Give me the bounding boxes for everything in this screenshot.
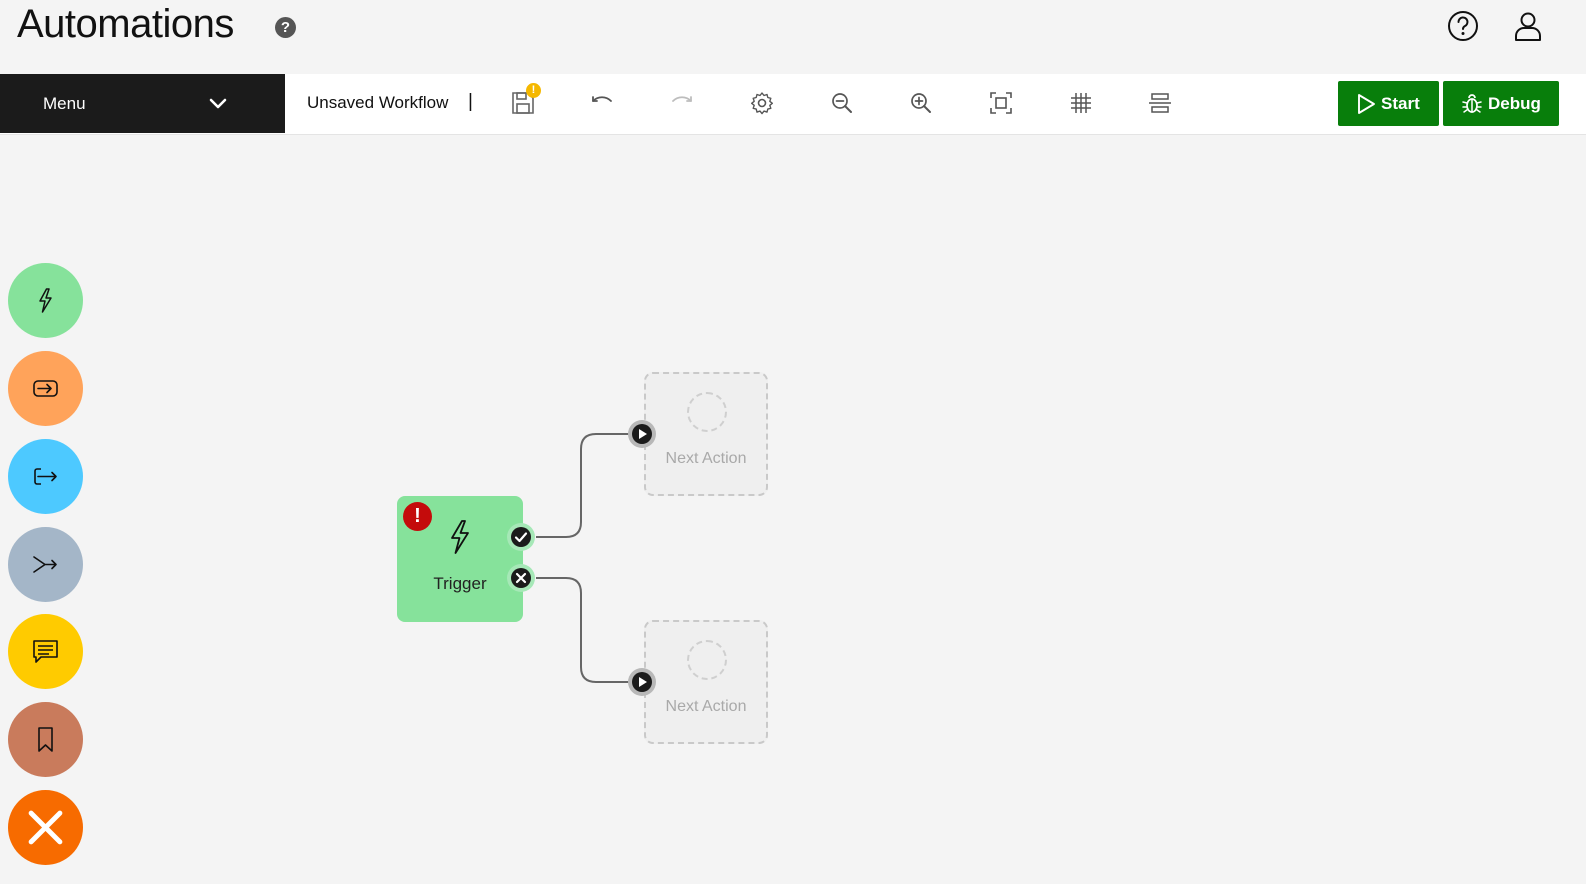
input-port-icon[interactable] bbox=[627, 419, 657, 449]
start-label: Start bbox=[1381, 94, 1420, 113]
align-icon[interactable] bbox=[1147, 90, 1173, 116]
error-badge: ! bbox=[403, 502, 432, 531]
palette-input-button[interactable] bbox=[8, 351, 83, 426]
input-icon bbox=[33, 380, 58, 397]
page-title: Automations bbox=[17, 2, 234, 46]
next-action-placeholder-2[interactable]: Next Action bbox=[644, 620, 768, 744]
redo-icon[interactable] bbox=[669, 90, 695, 116]
next-action-label: Next Action bbox=[665, 698, 747, 715]
lightning-icon bbox=[451, 520, 469, 554]
bug-icon bbox=[1462, 94, 1482, 113]
next-action-placeholder-1[interactable]: Next Action bbox=[644, 372, 768, 496]
fit-to-screen-icon[interactable] bbox=[988, 90, 1014, 116]
close-icon bbox=[28, 810, 63, 845]
palette-close-button[interactable] bbox=[8, 790, 83, 865]
next-action-label: Next Action bbox=[665, 450, 747, 467]
settings-icon[interactable] bbox=[749, 90, 775, 116]
zoom-out-icon[interactable] bbox=[829, 90, 855, 116]
input-port-icon[interactable] bbox=[627, 667, 657, 697]
chevron-down-icon bbox=[209, 98, 227, 109]
palette-branch-button[interactable] bbox=[8, 527, 83, 602]
workflow-name[interactable]: Unsaved Workflow bbox=[307, 93, 449, 112]
unsaved-badge: ! bbox=[526, 83, 541, 98]
success-port-icon[interactable] bbox=[506, 522, 536, 552]
palette-message-button[interactable] bbox=[8, 614, 83, 689]
start-button[interactable]: Start bbox=[1338, 81, 1439, 126]
palette-trigger-button[interactable] bbox=[8, 263, 83, 338]
user-icon[interactable] bbox=[1511, 9, 1545, 43]
toolbar-separator: | bbox=[468, 91, 473, 112]
title-help-icon[interactable]: ? bbox=[275, 17, 296, 38]
zoom-in-icon[interactable] bbox=[908, 90, 934, 116]
palette-bookmark-button[interactable] bbox=[8, 702, 83, 777]
debug-label: Debug bbox=[1488, 94, 1541, 113]
undo-icon[interactable] bbox=[589, 90, 615, 116]
menu-dropdown[interactable]: Menu bbox=[0, 74, 285, 133]
lightning-icon bbox=[39, 288, 52, 313]
placeholder-circle-icon bbox=[687, 392, 727, 432]
toolbar: Menu Unsaved Workflow | ! bbox=[0, 74, 1586, 135]
merge-icon bbox=[33, 556, 57, 573]
grid-icon[interactable] bbox=[1068, 90, 1094, 116]
message-icon bbox=[33, 640, 58, 663]
play-icon bbox=[1358, 94, 1375, 114]
placeholder-circle-icon bbox=[687, 640, 727, 680]
save-icon[interactable] bbox=[510, 90, 536, 116]
menu-label: Menu bbox=[43, 94, 86, 113]
app-header: Automations ? bbox=[0, 0, 1586, 74]
debug-button[interactable]: Debug bbox=[1443, 81, 1559, 126]
output-arrow-icon bbox=[34, 468, 57, 485]
palette-output-button[interactable] bbox=[8, 439, 83, 514]
trigger-label: Trigger bbox=[433, 574, 487, 593]
help-circle-icon[interactable] bbox=[1446, 9, 1480, 43]
bookmark-icon bbox=[38, 727, 53, 752]
failure-port-icon[interactable] bbox=[506, 563, 536, 593]
